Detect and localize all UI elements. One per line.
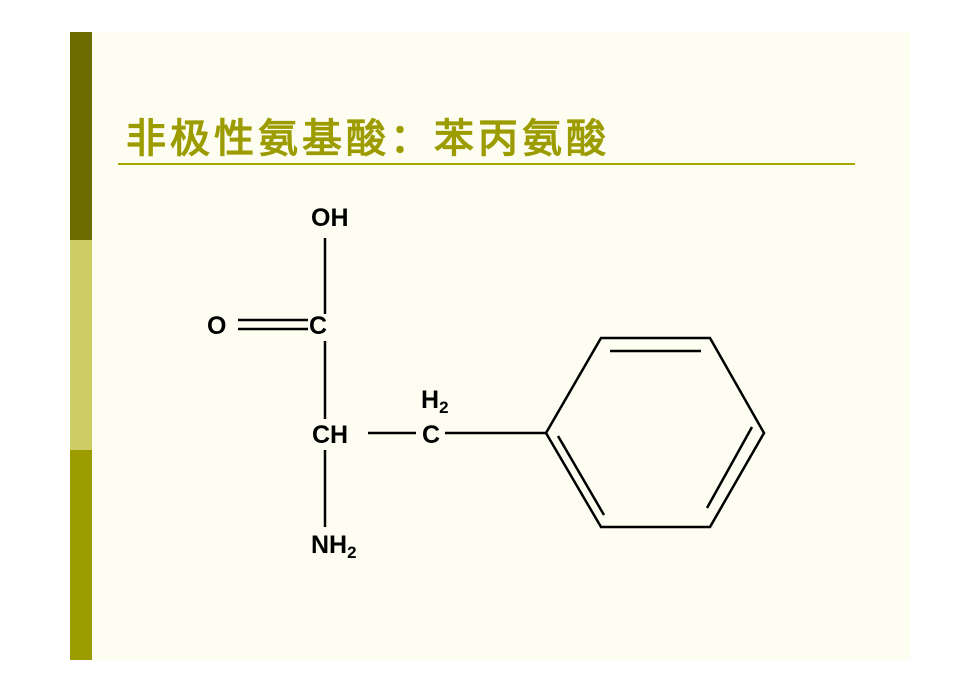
- ring-inner-bond-right: [705, 426, 754, 509]
- benzene-ring: [544, 336, 766, 529]
- atom-c-ch2: C: [422, 421, 440, 449]
- accent-bar-bottom: [70, 450, 92, 660]
- accent-bar-middle: [70, 240, 92, 450]
- phenylalanine-structure: OH O C H2 CH C NH2: [207, 204, 766, 562]
- atom-o: O: [207, 312, 226, 340]
- title-underline: [118, 163, 855, 165]
- benzene-hexagon: [544, 336, 766, 529]
- slide: 非极性氨基酸：苯丙氨酸 OH O C H2 CH: [70, 32, 910, 660]
- atom-ch: CH: [312, 421, 348, 449]
- atom-nh2: NH2: [311, 531, 357, 562]
- atom-h2: H2: [421, 386, 449, 417]
- accent-bar-top: [70, 32, 92, 240]
- atom-c-carboxyl: C: [309, 312, 327, 340]
- slide-title: 非极性氨基酸：苯丙氨酸: [126, 115, 610, 162]
- ring-inner-bond-left: [556, 435, 606, 516]
- atom-oh: OH: [311, 204, 349, 232]
